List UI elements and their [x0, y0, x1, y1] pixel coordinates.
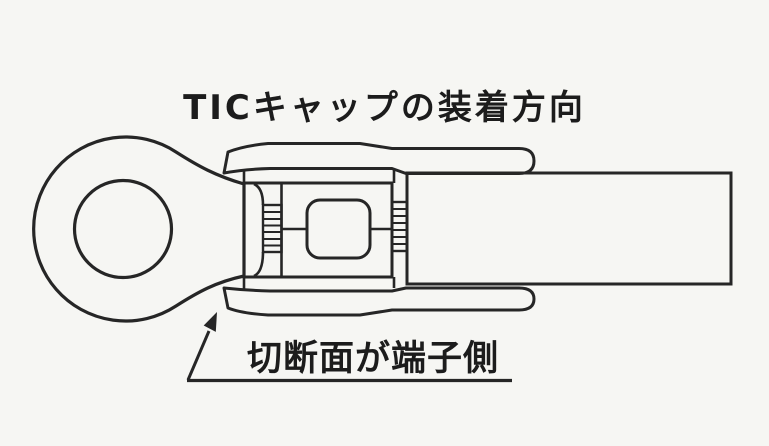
pointer-arrowhead-icon: [203, 312, 217, 332]
serration-rungs-right: [392, 208, 407, 245]
crimp-barrel: [242, 169, 409, 290]
diagram-title: TICキャップの装着方向: [183, 88, 586, 128]
barrel-fillet-top-left: [253, 182, 265, 206]
tic-cap-top-half: [222, 142, 536, 175]
wire-insulation: [405, 171, 733, 286]
barrel-fillet-bottom-left: [253, 251, 265, 278]
cut-face-caption: 切断面が端子側: [247, 339, 500, 379]
pointer-arrow-shaft: [186, 330, 211, 381]
terminal-hole: [72, 178, 174, 280]
tic-cap-bottom-half: [222, 286, 536, 317]
ring-terminal-outline: [32, 135, 246, 323]
ring-terminal: [32, 135, 246, 323]
pointer-arrow: [186, 312, 217, 381]
tic-cap: [222, 142, 536, 317]
barrel-edge-stubs: [242, 169, 396, 290]
crimp-window: [305, 198, 372, 260]
serration-rungs-left: [263, 211, 282, 247]
